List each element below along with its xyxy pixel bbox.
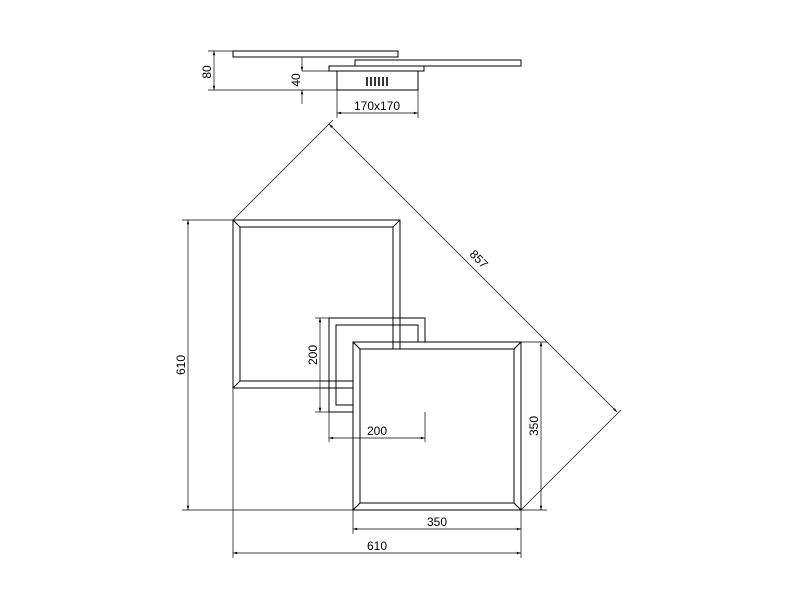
side-base-box [336,70,419,91]
side-bar-lower [328,65,425,72]
dim-label-overall-height: 610 [174,355,188,375]
dim-label-diagonal: 857 [467,247,491,271]
side-bar-top [232,50,399,58]
vent-icon [366,77,388,86]
dim-label-square-width: 350 [427,515,447,529]
dim-label-box-width: 200 [367,424,387,438]
top-view: 857 610 610 350 350 200 200 [174,119,622,558]
dim-label-body-height: 40 [289,73,303,87]
dim-label-square-height: 350 [527,416,541,436]
dim-label-box-height: 200 [306,345,320,365]
dim-label-overall-width: 610 [367,539,387,553]
dim-line-diagonal [328,123,618,413]
dim-label-base-size: 170x170 [354,99,400,113]
side-bar-middle [354,59,522,67]
side-view: 80 40 170x170 [200,50,522,118]
dim-label-side-height: 80 [200,65,214,79]
